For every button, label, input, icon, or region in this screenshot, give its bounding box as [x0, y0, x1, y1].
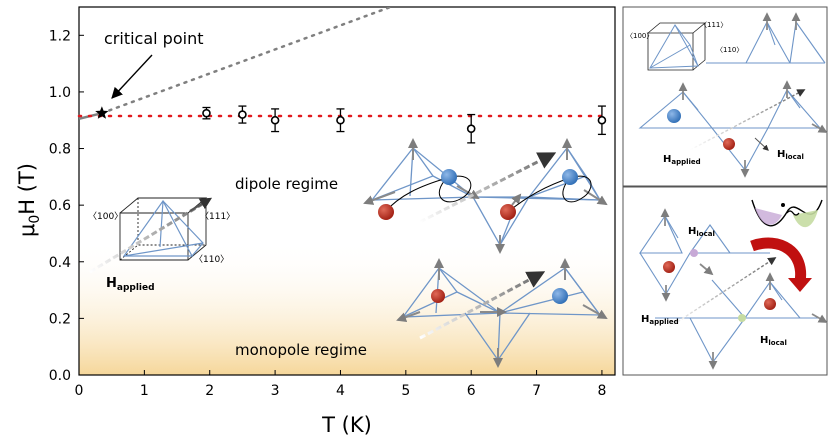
plot-axes: 0 1 2 3 4 5 6 7 8 0.0 0.2 0.4 0.6 0.8 1.0 1.2	[49, 6, 616, 399]
critical-point-label: critical point	[104, 29, 203, 48]
dipole-regime-label: dipole regime	[235, 175, 338, 193]
data-point	[270, 115, 280, 125]
y-tick-label: 0.0	[49, 368, 71, 384]
x-tick-label: 6	[467, 383, 476, 399]
cube-dir-110: 〈110〉	[194, 254, 229, 265]
top-panel-dir-111: 〈111〉	[700, 21, 727, 29]
data-point	[238, 110, 247, 119]
grey-trend-dotted	[100, 7, 395, 115]
top-panel-dir-110: 〈110〉	[716, 46, 743, 54]
bottom-panel-illustration: Hlocal Happlied Hlocal	[638, 199, 828, 370]
critical-point-star	[95, 106, 109, 119]
top-panel-h-applied: Happlied	[663, 154, 701, 166]
y-tick-label: 0.6	[49, 198, 71, 214]
cube-illustration: 〈100〉 〈111〉 〈110〉 Happlied	[88, 197, 235, 293]
h-applied-label: Happlied	[106, 276, 155, 293]
data-point	[597, 115, 607, 125]
bottom-panel-h-local-b: Hlocal	[760, 335, 787, 347]
monopole-regime-label: monopole regime	[235, 341, 367, 359]
x-tick-label: 7	[532, 383, 541, 399]
top-panel-h-local: Hlocal	[777, 149, 804, 161]
x-tick-label: 0	[75, 383, 84, 399]
y-tick-label: 0.4	[49, 255, 71, 271]
grey-trend-group	[79, 7, 395, 121]
x-tick-label: 5	[401, 383, 410, 399]
y-tick-label: 1.2	[49, 28, 71, 44]
x-axis-title: T (K)	[321, 413, 372, 437]
y-tick-label: 0.8	[49, 142, 71, 158]
cube-dir-100: 〈100〉	[88, 211, 123, 222]
top-panel-illustration: 〈100〉 〈111〉 〈110〉 Happlied Hloc	[626, 12, 828, 178]
bottom-panel-h-applied: Happlied	[641, 314, 679, 326]
bottom-panel-h-local-a: Hlocal	[688, 226, 715, 238]
x-tick-label: 3	[271, 383, 280, 399]
chart-lines	[77, 7, 610, 121]
y-tick-label: 0.2	[49, 311, 71, 327]
dipole-tetrahedra	[363, 138, 608, 254]
y-axis-title: μ0H (T)	[15, 163, 43, 237]
cube-dir-111: 〈111〉	[200, 211, 235, 222]
plot-frame	[78, 6, 616, 376]
data-point	[202, 108, 211, 118]
monopole-region	[79, 240, 615, 375]
x-tick-label: 4	[336, 383, 345, 399]
top-panel-dir-100: 〈100〉	[626, 32, 653, 40]
critical-point-arrow	[111, 54, 153, 99]
data-point	[336, 115, 345, 125]
chart-points	[95, 105, 607, 144]
x-tick-label: 1	[140, 383, 149, 399]
data-point	[466, 124, 476, 134]
monopole-tetrahedra	[396, 258, 608, 368]
x-tick-label: 8	[597, 383, 606, 399]
x-tick-label: 2	[205, 383, 214, 399]
y-tick-label: 1.0	[49, 85, 71, 101]
